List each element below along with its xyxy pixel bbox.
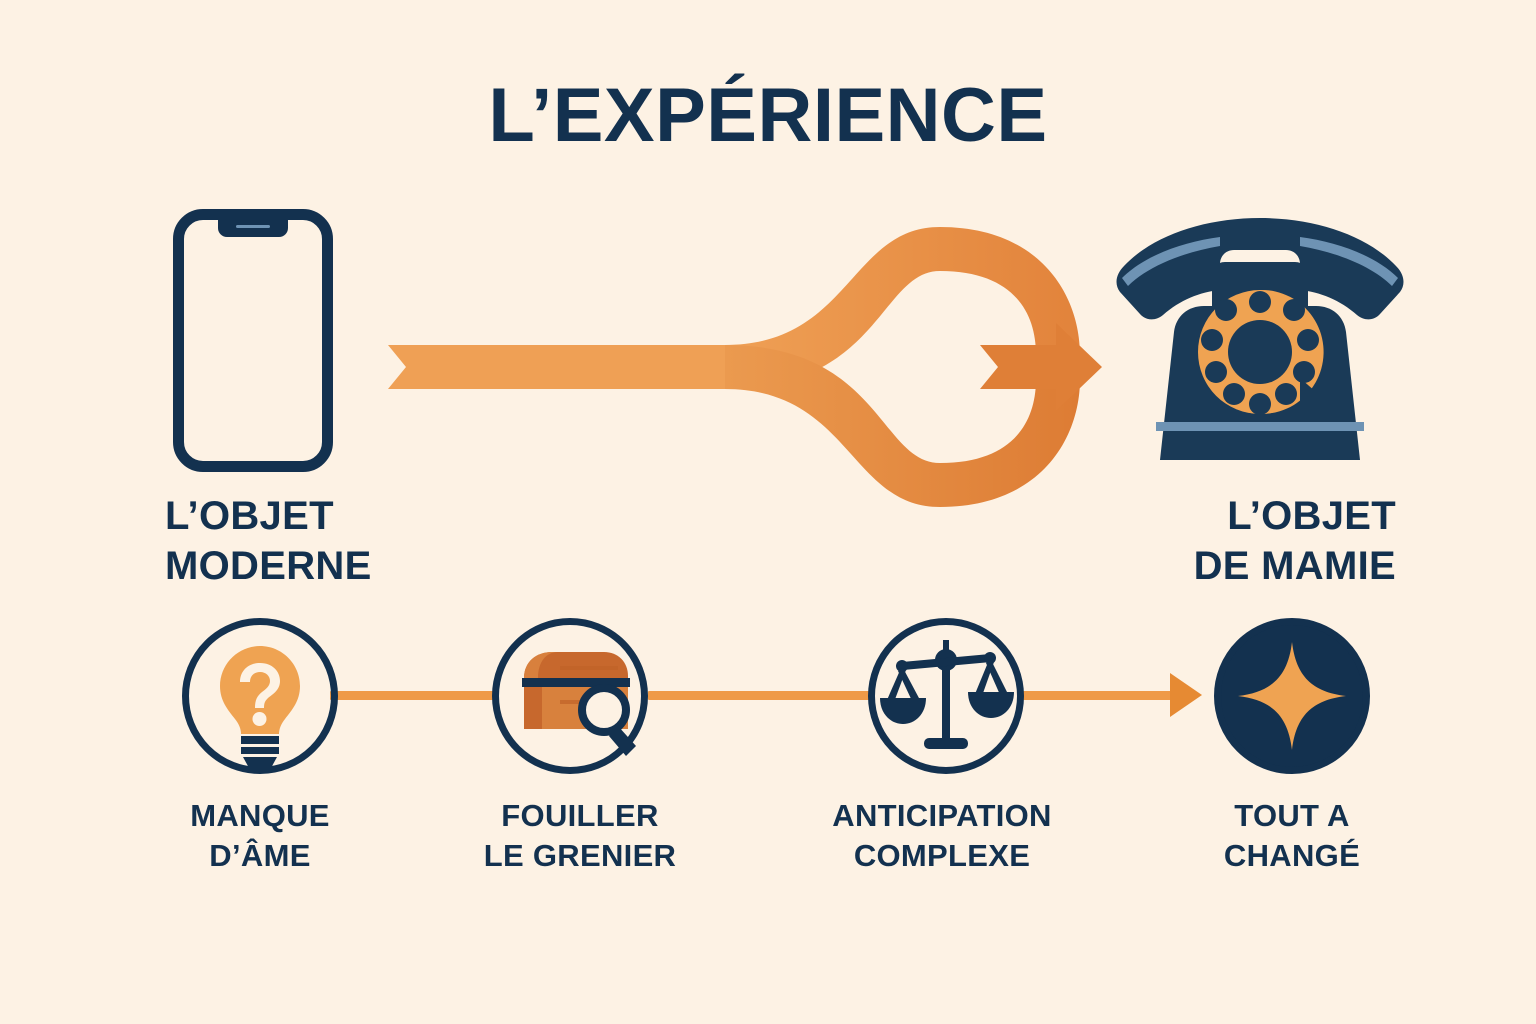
step-circle (182, 618, 338, 774)
step-label-4: TOUT A CHANGÉ (1223, 798, 1361, 874)
lightbulb-question-icon (220, 646, 300, 768)
step-circle (492, 618, 648, 774)
connector-line-1 (330, 691, 498, 700)
step-label-1: MANQUE D’ÂME (190, 798, 330, 874)
rotary-telephone-icon (1116, 218, 1404, 460)
source-label: L’OBJET MODERNE (165, 494, 372, 588)
chest-magnifier-icon (522, 652, 636, 756)
connector-line-3 (1022, 691, 1177, 700)
smartphone-icon (173, 209, 333, 472)
step-icon-manque-dame[interactable] (182, 618, 338, 774)
connector-arrowhead-icon (1170, 673, 1202, 717)
target-label: L’OBJET DE MAMIE (1193, 494, 1396, 588)
step-icon-fouiller-le-grenier[interactable] (492, 618, 648, 774)
smartphone-body (173, 209, 333, 472)
smartphone-notch (218, 220, 288, 237)
smartphone-speaker (236, 225, 270, 228)
step-icon-tout-a-change[interactable] (1214, 618, 1370, 774)
sparkle-icon (1238, 642, 1346, 750)
step-label-2: FOUILLER LE GRENIER (483, 798, 677, 874)
balance-scales-icon (880, 640, 1014, 749)
page-title: L’EXPÉRIENCE (488, 73, 1048, 158)
looping-arrow-icon (388, 227, 1102, 507)
connector-line-2 (648, 691, 872, 700)
step-circle (868, 618, 1024, 774)
step-icon-anticipation-complexe[interactable] (868, 618, 1024, 774)
step-label-3: ANTICIPATION COMPLEXE (832, 798, 1052, 874)
